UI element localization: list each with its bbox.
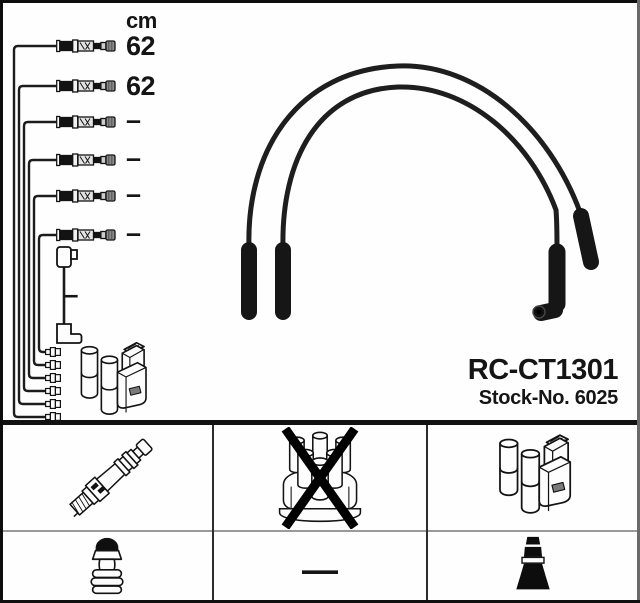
grid-vertical-divider	[426, 425, 428, 600]
cable-connector-illustration	[56, 228, 116, 242]
cable-length-value: –	[126, 143, 141, 173]
cable-connector-rows	[56, 39, 116, 242]
cable-connector-illustration	[56, 189, 116, 203]
cable-length-value: –	[126, 105, 141, 135]
unit-header: cm	[126, 8, 157, 33]
arched-cables	[241, 63, 599, 321]
cable-connector-illustration	[56, 39, 116, 53]
frame-border	[0, 0, 3, 603]
ignition-coil-illustration	[80, 341, 147, 415]
distributor-cap-crossed-icon	[278, 427, 362, 529]
cable-length-value: –	[126, 179, 141, 209]
legend-empty-dash: —	[302, 549, 338, 590]
terminal-nut-icon	[90, 537, 124, 595]
cable-connector-illustration	[56, 153, 116, 167]
cable-connector-illustration	[56, 79, 116, 93]
part-number: RC-CT1301	[467, 354, 619, 386]
boot-connector-icon	[516, 536, 550, 590]
ignition-coil-icon	[499, 434, 572, 514]
spark-plug-icon	[69, 438, 153, 518]
frame-border	[0, 600, 640, 603]
cable-length-value: –	[126, 218, 141, 248]
frame-border	[637, 0, 640, 603]
link-cable-illustration	[56, 246, 83, 344]
wiring-diagram	[12, 39, 599, 422]
cable-connector-illustration	[56, 115, 116, 129]
grid-vertical-divider	[212, 425, 214, 600]
frame-border	[0, 0, 640, 3]
small-connector-stack	[44, 347, 62, 422]
cable-length-value: 62	[126, 71, 156, 101]
grid-horizontal-divider	[0, 530, 640, 532]
cable-bundle-lines	[12, 44, 56, 419]
link-cable-length-value: –	[64, 279, 79, 309]
stock-number: Stock-No. 6025	[478, 387, 619, 409]
grid-top-border	[0, 420, 640, 425]
cable-length-value: 62	[126, 31, 156, 61]
